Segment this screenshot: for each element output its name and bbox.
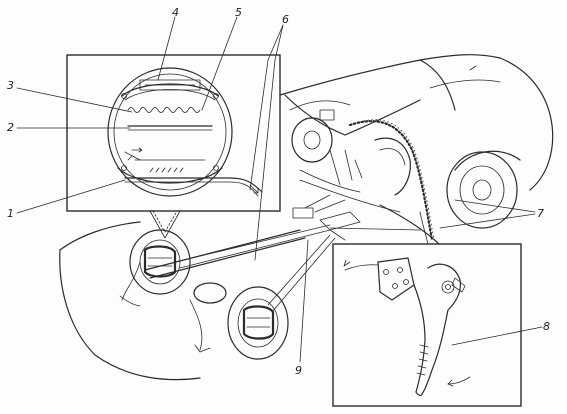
inset-cable (124, 177, 263, 193)
brake-shoe-lower (117, 167, 223, 184)
callout-4: 4 (172, 6, 179, 19)
callout-5: 5 (235, 6, 242, 19)
callout-2: 2 (7, 121, 14, 134)
callout-3: 3 (7, 79, 14, 92)
callout-9: 9 (295, 364, 302, 377)
inset-lever-frame (332, 243, 522, 407)
brake-cables (174, 224, 421, 313)
inset-lever (332, 211, 522, 407)
brake-shoe-upper (121, 83, 219, 97)
brake-drum (107, 67, 233, 197)
right-rear-brake (227, 286, 289, 360)
inset-brake-frame (66, 54, 281, 212)
car-body (59, 54, 554, 381)
inset-brake-drum (66, 54, 281, 239)
callout-7: 7 (537, 207, 544, 220)
cable-routing-hatch (348, 119, 435, 242)
lever-mounting-plate (377, 257, 415, 301)
lever-body (421, 263, 461, 395)
callout-6: 6 (282, 13, 289, 26)
callout-labels: 4 5 6 3 2 1 7 8 9 (7, 6, 550, 377)
return-spring (127, 107, 201, 113)
callout-1: 1 (7, 207, 14, 220)
leader-lines (16, 16, 543, 363)
interior (289, 100, 411, 196)
handbrake-lever-mount (292, 194, 361, 241)
lever-pivot (441, 280, 455, 294)
callout-8: 8 (543, 320, 550, 333)
left-rear-brake (121, 229, 191, 301)
wheel-cylinder (139, 79, 201, 91)
